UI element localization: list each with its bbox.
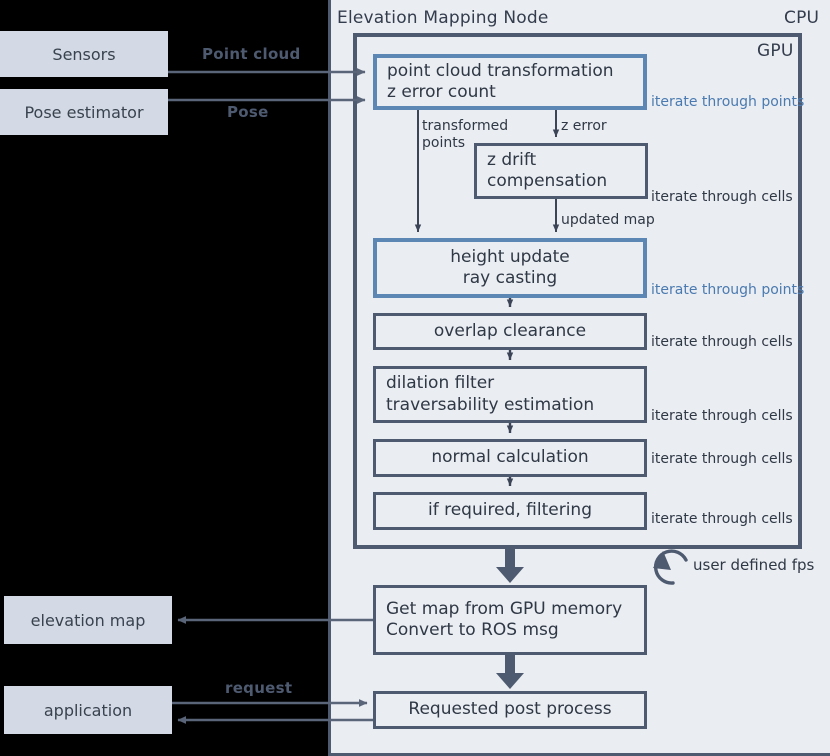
edge-label-pose: Pose [227,103,269,121]
box-requested-post-process[interactable]: Requested post process [373,691,647,729]
annotation-iterate-points-1: iterate through points [651,94,805,110]
box-height-update-line2: ray casting [462,268,558,288]
node-application-label: application [43,700,133,720]
page-title: Elevation Mapping Node [337,8,549,28]
box-requested-post-process-label: Requested post process [408,699,612,720]
box-if-required-filtering[interactable]: if required, filtering [373,492,647,530]
box-overlap-clearance[interactable]: overlap clearance [373,313,647,350]
node-application[interactable]: application [4,686,172,734]
annotation-iterate-cells-2: iterate through cells [651,334,793,350]
node-elevation-map[interactable]: elevation map [4,596,172,644]
gpu-label: GPU [757,41,794,61]
box-point-cloud-transformation-line2: z error count [387,82,496,102]
annotation-iterate-cells-3: iterate through cells [651,408,793,424]
node-pose-estimator-label: Pose estimator [24,102,144,122]
edge-label-request: request [225,679,293,697]
box-height-update-line1: height update [450,246,570,267]
flow-label-z-error: z error [561,118,607,134]
annotation-iterate-points-2: iterate through points [651,282,805,298]
cpu-label: CPU [784,8,820,28]
flow-label-transformed-points-line2: points [422,134,465,151]
node-pose-estimator[interactable]: Pose estimator [0,89,168,135]
box-normal-calculation-label: normal calculation [431,447,589,468]
node-sensors[interactable]: Sensors [0,31,168,77]
box-z-drift-compensation[interactable]: z drift compensation [474,143,648,199]
flow-label-transformed-points-line1: transformed [422,118,509,134]
box-overlap-clearance-label: overlap clearance [433,320,587,341]
annotation-iterate-cells-5: iterate through cells [651,511,793,527]
box-normal-calculation[interactable]: normal calculation [373,439,647,477]
box-point-cloud-transformation-line1: point cloud transformation [387,60,614,81]
node-elevation-map-label: elevation map [30,610,146,630]
box-get-map-from-gpu-line2: Convert to ROS msg [386,620,559,640]
annotation-iterate-cells-4: iterate through cells [651,451,793,467]
box-dilation-filter[interactable]: dilation filter traversability estimatio… [373,366,647,423]
annotation-iterate-cells-1: iterate through cells [651,189,793,205]
box-z-drift-compensation-line1: z drift [487,149,537,170]
flow-label-transformed-points: transformed points [422,118,508,152]
box-get-map-from-gpu-line1: Get map from GPU memory [386,598,623,619]
box-if-required-filtering-label: if required, filtering [428,500,592,521]
box-get-map-from-gpu[interactable]: Get map from GPU memory Convert to ROS m… [373,585,647,655]
annotation-user-defined-fps: user defined fps [693,556,815,574]
flow-label-updated-map: updated map [561,212,655,228]
node-sensors-label: Sensors [52,44,116,64]
edge-label-point-cloud: Point cloud [202,45,301,63]
box-dilation-filter-line2: traversability estimation [386,394,595,415]
box-height-update[interactable]: height update ray casting [373,238,647,298]
box-dilation-filter-line1: dilation filter [386,373,495,394]
box-z-drift-compensation-line2: compensation [487,171,608,191]
box-point-cloud-transformation[interactable]: point cloud transformation z error count [373,54,647,110]
